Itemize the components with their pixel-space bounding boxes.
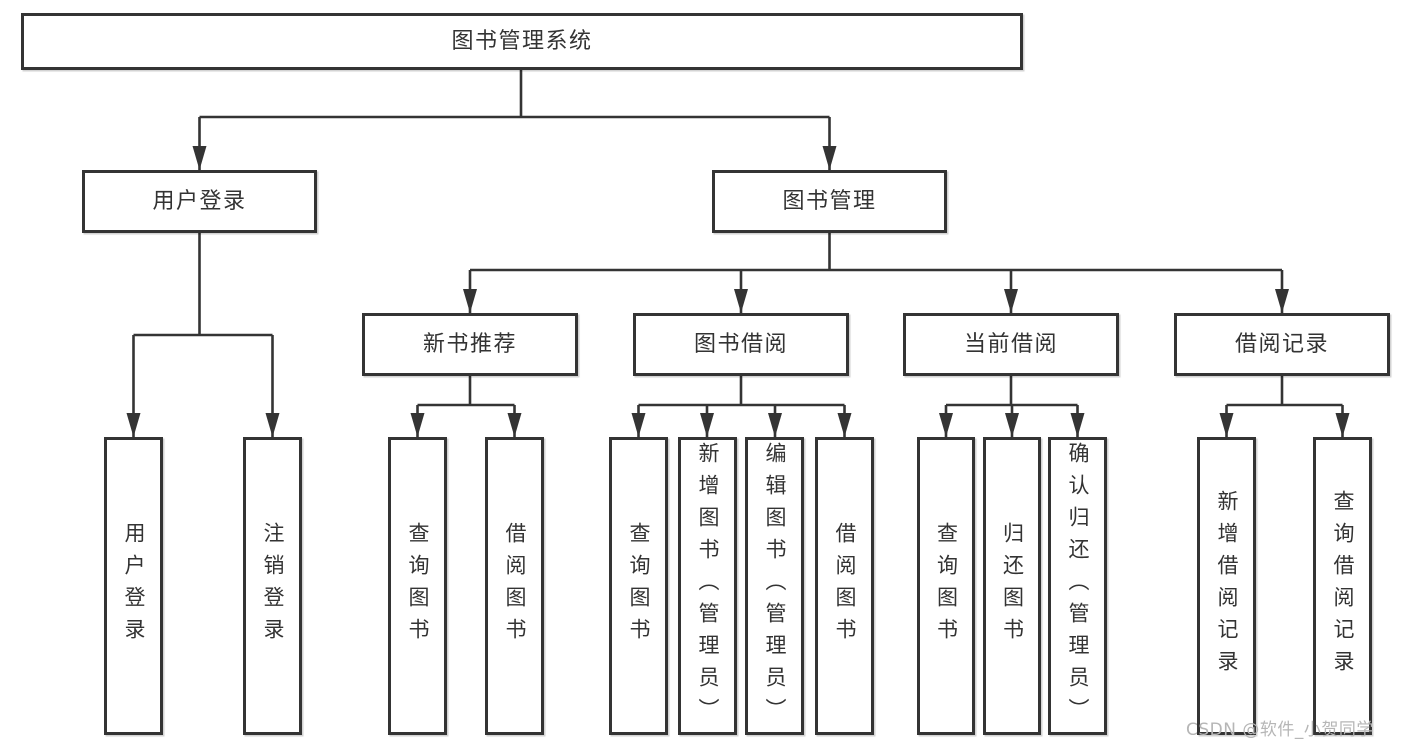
- node-book-borrow: 图书借阅: [633, 313, 849, 376]
- leaf-logout: 注销登录: [243, 437, 302, 735]
- leaf-cb-confirm-return-admin-label: 确认归还（管理员）: [1066, 442, 1090, 730]
- leaf-user-login: 用户登录: [104, 437, 163, 735]
- leaf-cb-return-books-label: 归还图书: [1000, 522, 1025, 650]
- node-borrow-records: 借阅记录: [1174, 313, 1390, 376]
- node-user-login: 用户登录: [82, 170, 317, 233]
- node-root: 图书管理系统: [21, 13, 1023, 70]
- leaf-bb-edit-books-admin: 编辑图书（管理员）: [745, 437, 804, 735]
- node-book-management: 图书管理: [712, 170, 947, 233]
- leaf-nb-query-books: 查询图书: [388, 437, 447, 735]
- leaf-bb-query-books-label: 查询图书: [627, 522, 651, 650]
- node-user-login-label: 用户登录: [152, 188, 247, 214]
- leaf-nb-borrow-books: 借阅图书: [485, 437, 544, 735]
- node-current-borrow: 当前借阅: [903, 313, 1119, 376]
- leaf-bb-edit-books-admin-label: 编辑图书（管理员）: [763, 442, 787, 730]
- node-book-management-label: 图书管理: [782, 188, 877, 214]
- leaf-bb-add-books-admin: 新增图书（管理员）: [678, 437, 737, 735]
- leaf-cb-return-books: 归还图书: [983, 437, 1041, 735]
- leaf-cb-query-books-label: 查询图书: [934, 522, 959, 650]
- leaf-cb-confirm-return-admin: 确认归还（管理员）: [1048, 437, 1107, 735]
- node-root-label: 图书管理系统: [451, 28, 593, 54]
- node-new-book-recommend-label: 新书推荐: [422, 331, 517, 357]
- leaf-nb-borrow-books-label: 借阅图书: [503, 522, 527, 650]
- node-borrow-records-label: 借阅记录: [1234, 331, 1329, 357]
- leaf-bb-borrow-books-label: 借阅图书: [833, 522, 857, 650]
- leaf-br-query-record: 查询借阅记录: [1313, 437, 1372, 735]
- leaf-br-query-record-label: 查询借阅记录: [1331, 490, 1355, 682]
- node-book-borrow-label: 图书借阅: [693, 331, 788, 357]
- leaf-bb-add-books-admin-label: 新增图书（管理员）: [696, 442, 720, 730]
- node-new-book-recommend: 新书推荐: [362, 313, 578, 376]
- leaf-cb-query-books: 查询图书: [917, 437, 975, 735]
- leaf-logout-label: 注销登录: [261, 522, 285, 650]
- node-current-borrow-label: 当前借阅: [963, 331, 1058, 357]
- csdn-watermark: CSDN @软件_小贺同学: [1186, 720, 1374, 740]
- leaf-br-add-record: 新增借阅记录: [1197, 437, 1256, 735]
- leaf-user-login-label: 用户登录: [122, 522, 146, 650]
- leaf-bb-borrow-books: 借阅图书: [815, 437, 874, 735]
- leaf-bb-query-books: 查询图书: [609, 437, 668, 735]
- leaf-br-add-record-label: 新增借阅记录: [1215, 490, 1239, 682]
- leaf-nb-query-books-label: 查询图书: [406, 522, 430, 650]
